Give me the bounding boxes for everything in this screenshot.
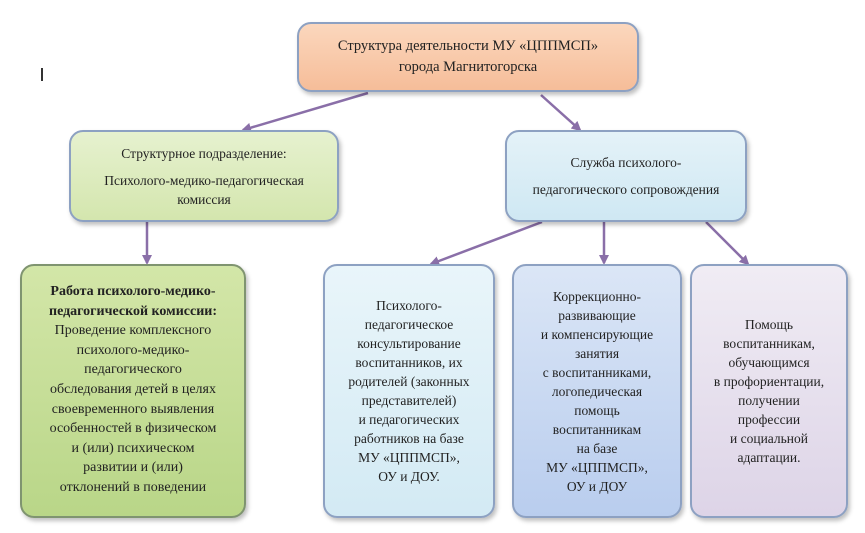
career-help-node: Помощь воспитанникам, обучающимся в проф… xyxy=(690,264,848,518)
structural-unit-line2: Психолого-медико-педагогическая xyxy=(104,172,304,188)
correction-line: занятия xyxy=(574,345,620,361)
structural-unit-line3: комиссия xyxy=(177,191,231,207)
career-help-line: и социальной xyxy=(730,431,808,446)
consulting-line: представителей) xyxy=(361,393,457,408)
career-help-line: Помощь xyxy=(744,317,794,332)
pmpk-work-node: Работа психолого-медико- педагогической … xyxy=(20,264,246,518)
career-help-line: получении xyxy=(738,393,800,408)
consulting-line: Психолого- xyxy=(376,298,442,313)
pmpk-body-line6: особенностей в физическом xyxy=(49,421,217,437)
text-cursor xyxy=(41,68,43,81)
support-service-node: Служба психолого- педагогического сопров… xyxy=(505,130,747,222)
consulting-line: МУ «ЦППМСП», xyxy=(358,450,460,465)
arrow-root-to-right xyxy=(540,94,582,132)
correction-line: ОУ и ДОУ xyxy=(566,478,628,494)
consulting-line: работников на базе xyxy=(354,431,464,446)
pmpk-body-line2: психолого-медико- xyxy=(76,342,190,358)
consulting-line: педагогическое xyxy=(364,317,454,332)
pmpk-heading-line2: педагогической комиссии: xyxy=(49,303,217,319)
pmpk-body-line3: педагогического xyxy=(84,362,182,378)
consulting-line: воспитанников, их xyxy=(355,355,463,370)
career-help-line: адаптации. xyxy=(737,450,801,465)
career-help-line: профессии xyxy=(737,412,801,427)
career-help-line: обучающимся xyxy=(728,355,810,370)
arrow-right-to-consult xyxy=(429,220,543,266)
consulting-line: и педагогических xyxy=(358,412,460,427)
pmpk-body-line4: обследования детей в целях xyxy=(50,381,216,397)
pmpk-body-line1: Проведение комплексного xyxy=(54,323,212,339)
consulting-line: ОУ и ДОУ. xyxy=(378,469,440,484)
correction-line: МУ «ЦППМСП», xyxy=(546,459,648,475)
support-service-line1: Служба психолого- xyxy=(570,155,682,170)
root-title-line2: города Магнитогорска xyxy=(398,59,538,75)
correction-node: Коррекционно- развивающие и компенсирующ… xyxy=(512,264,682,518)
correction-line: Коррекционно- xyxy=(552,288,642,304)
correction-line: логопедическая xyxy=(551,383,643,399)
career-help-line: воспитанникам, xyxy=(723,336,815,351)
correction-line: развивающие xyxy=(558,307,636,323)
correction-line: помощь xyxy=(574,402,620,418)
pmpk-heading-line1: Работа психолого-медико- xyxy=(50,284,216,299)
structural-unit-line1: Структурное подразделение: xyxy=(121,145,287,161)
pmpk-body-line7: и (или) психическом xyxy=(71,440,195,456)
support-service-line2: педагогического сопровождения xyxy=(532,182,720,197)
career-help-line: в профориентации, xyxy=(713,374,825,389)
correction-line: на базе xyxy=(576,440,618,456)
structural-unit-node: Структурное подразделение: Психолого-мед… xyxy=(69,130,339,222)
root-node: Структура деятельности МУ «ЦППМСП» город… xyxy=(297,22,639,92)
consulting-line: консультирование xyxy=(357,336,461,351)
consulting-node: Психолого- педагогическое консультирован… xyxy=(323,264,495,518)
pmpk-body-line8: развитии и (или) xyxy=(83,460,183,476)
correction-line: и компенсирующие xyxy=(540,326,654,342)
correction-line: с воспитанниками, xyxy=(542,364,652,380)
correction-line: воспитанникам xyxy=(552,421,642,437)
pmpk-body-line9: отклонений в поведении xyxy=(59,479,207,495)
pmpk-body-line5: своевременного выявления xyxy=(51,401,215,417)
consulting-line: родителей (законных xyxy=(348,374,470,389)
arrow-right-to-help xyxy=(705,221,750,266)
root-title-line1: Структура деятельности МУ «ЦППМСП» xyxy=(337,38,599,54)
arrow-root-to-left xyxy=(241,91,369,133)
